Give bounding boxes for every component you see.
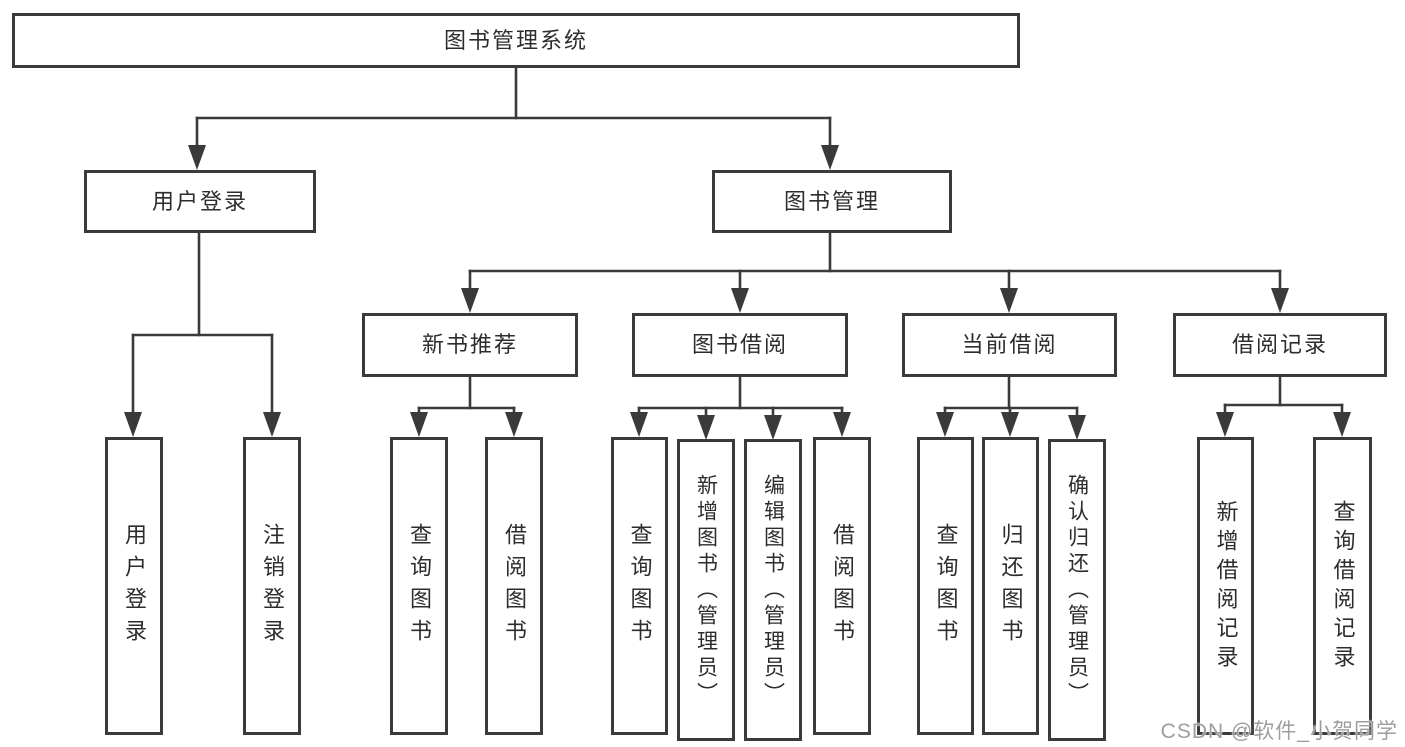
node-current-borrow: 当前借阅	[902, 313, 1117, 377]
leaf-borrow-books: 借阅图书	[813, 437, 871, 735]
leaf-query-books-borrow: 查询图书	[611, 437, 668, 735]
node-user-login: 用户登录	[84, 170, 316, 233]
leaf-query-books-current: 查询图书	[917, 437, 974, 735]
leaf-confirm-return-admin: 确认归还（管理员）	[1048, 439, 1106, 741]
leaf-query-books-recommend: 查询图书	[390, 437, 448, 735]
leaf-query-borrow-record: 查询借阅记录	[1313, 437, 1372, 735]
csdn-watermark: CSDN @软件_小贺同学	[1160, 720, 1398, 743]
leaf-borrow-books-recommend: 借阅图书	[485, 437, 543, 735]
node-new-book-recommend: 新书推荐	[362, 313, 578, 377]
leaf-logout: 注销登录	[243, 437, 301, 735]
node-book-management: 图书管理	[712, 170, 952, 233]
leaf-return-book: 归还图书	[982, 437, 1039, 735]
node-book-borrow: 图书借阅	[632, 313, 848, 377]
node-borrow-records: 借阅记录	[1173, 313, 1387, 377]
node-root-system: 图书管理系统	[12, 13, 1020, 68]
leaf-user-login: 用户登录	[105, 437, 163, 735]
leaf-add-book-admin: 新增图书（管理员）	[677, 439, 735, 741]
leaf-edit-book-admin: 编辑图书（管理员）	[744, 439, 802, 741]
leaf-add-borrow-record: 新增借阅记录	[1197, 437, 1254, 735]
